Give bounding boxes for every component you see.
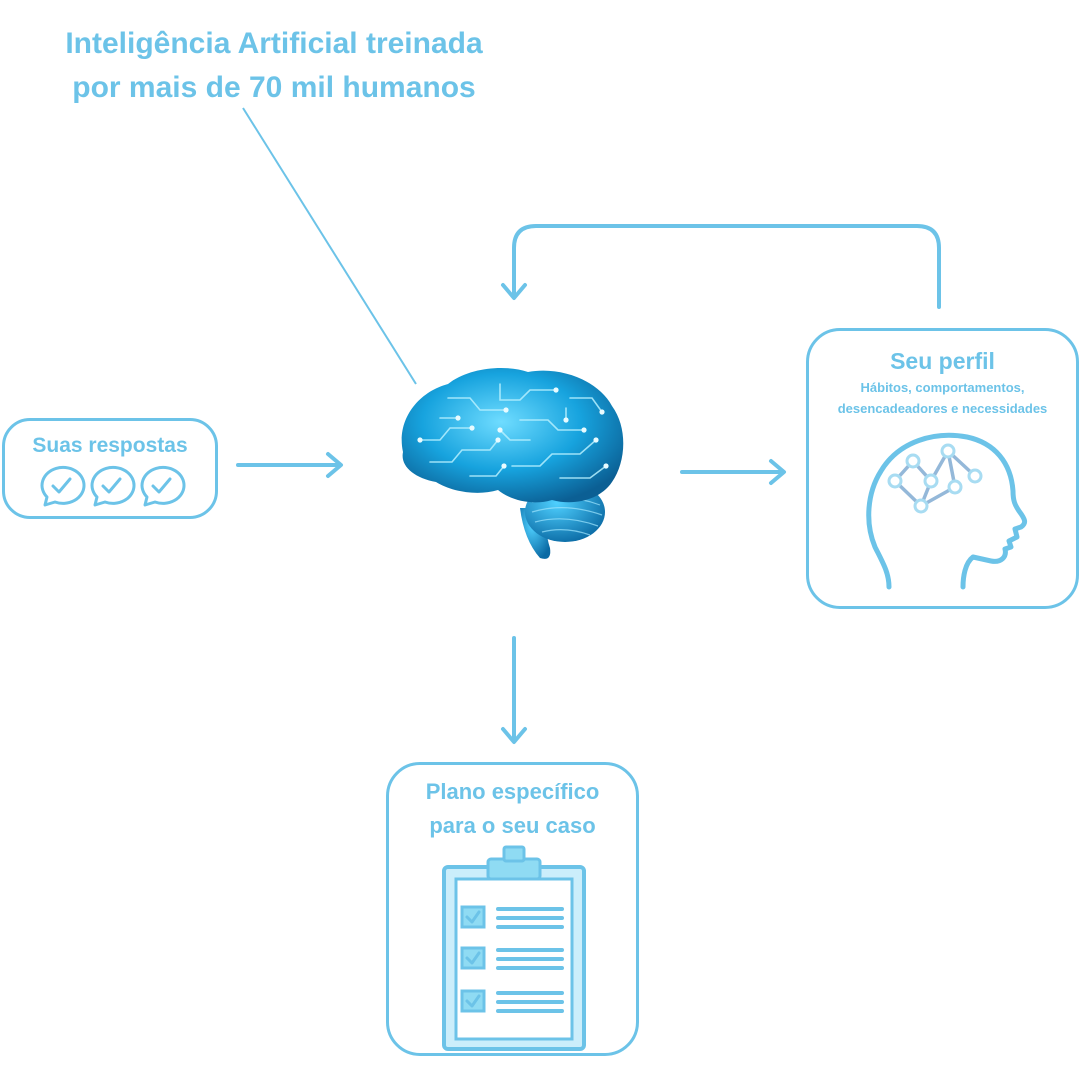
- perfil-description-line-2: desencadeadores e necessidades: [837, 401, 1048, 416]
- respostas-box: Suas respostas: [2, 418, 218, 519]
- chat-check-icon: [40, 465, 186, 507]
- diagram-title: Inteligência Artificial treinada por mai…: [20, 22, 528, 110]
- arrow-perfil-feedback-loop: [501, 224, 941, 309]
- plano-label: Plano específico para o seu caso: [389, 775, 636, 843]
- head-network-icon: [866, 432, 1028, 590]
- clipboard-checklist-icon: [442, 845, 586, 1051]
- title-line-1: Inteligência Artificial treinada: [65, 27, 483, 60]
- perfil-label: Seu perfil: [890, 348, 995, 374]
- respostas-label: Suas respostas: [32, 434, 188, 457]
- plano-label-line-1: Plano específico: [425, 779, 600, 804]
- perfil-description-line-1: Hábitos, comportamentos,: [860, 380, 1025, 395]
- arrow-brain-to-perfil: [680, 459, 786, 485]
- perfil-box: Seu perfil Hábitos, comportamentos, dese…: [806, 328, 1079, 609]
- plano-label-line-2: para o seu caso: [429, 813, 596, 838]
- arrow-respostas-to-brain: [236, 452, 343, 478]
- perfil-description: Hábitos, comportamentos, desencadeadores…: [809, 377, 1076, 419]
- title-line-2: por mais de 70 mil humanos: [72, 71, 476, 104]
- title-pointer-line: [242, 107, 417, 385]
- arrow-brain-to-plano: [501, 636, 527, 744]
- plano-box: Plano específico para o seu caso: [386, 762, 639, 1056]
- brain-circuit-icon: [401, 368, 624, 559]
